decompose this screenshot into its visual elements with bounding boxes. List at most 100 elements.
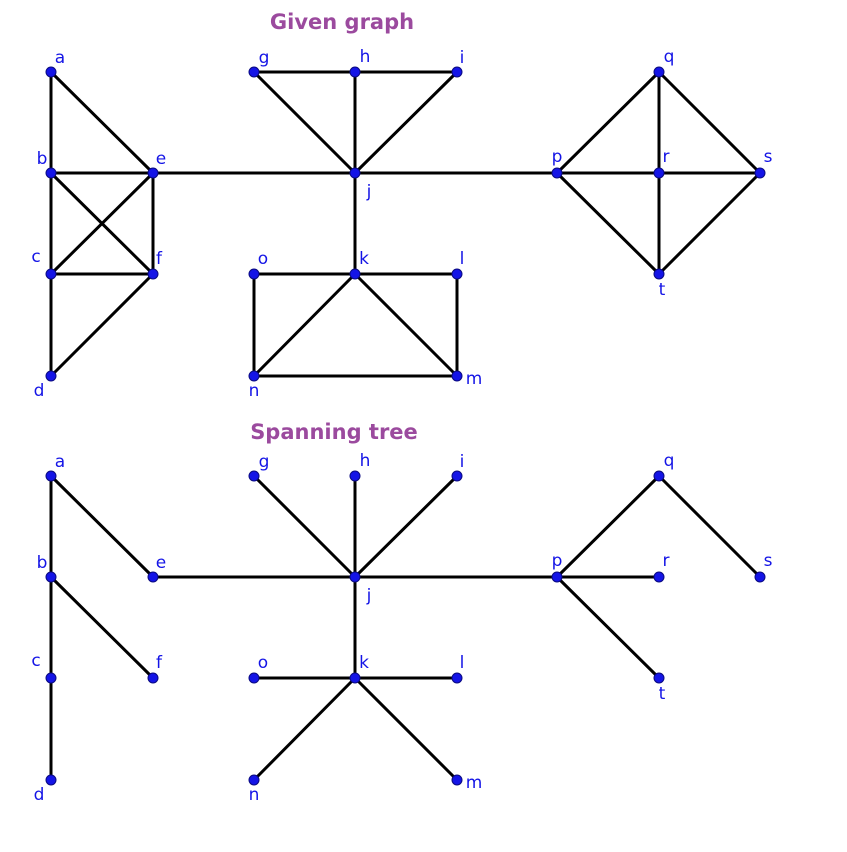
spanning-node-c (45, 672, 57, 684)
given-node-label-r: r (663, 147, 670, 167)
spanning-node-n (248, 774, 260, 786)
spanning-tree: a b c d e f g h i j k l m n o p q r s t (31, 451, 772, 805)
given-node-i (451, 66, 463, 78)
given-node-label-n: n (249, 381, 260, 401)
given-node-j (349, 167, 361, 179)
given-edge-a-e (49, 70, 155, 175)
given-node-label-s: s (764, 147, 773, 167)
spanning-node-label-s: s (764, 551, 773, 571)
given-node-e (147, 167, 159, 179)
spanning-node-f (147, 672, 159, 684)
spanning-edge-k-n (252, 676, 357, 782)
given-node-label-o: o (258, 249, 268, 269)
spanning-node-label-g: g (259, 452, 270, 472)
spanning-node-b (45, 571, 57, 583)
spanning-node-label-q: q (664, 451, 675, 471)
spanning-node-label-f: f (156, 653, 163, 673)
given-node-g (248, 66, 260, 78)
given-node-q (653, 66, 665, 78)
spanning-edge-q-s (657, 474, 762, 579)
given-node-b (45, 167, 57, 179)
given-node-d (45, 370, 57, 382)
spanning-node-label-p: p (552, 551, 563, 571)
given-edge-i-j (353, 70, 459, 175)
given-node-f (147, 268, 159, 280)
spanning-edge-i-j (353, 474, 459, 579)
spanning-node-j (349, 571, 361, 583)
spanning-node-label-r: r (663, 551, 670, 571)
spanning-edge-p-t (555, 575, 661, 680)
given-node-label-m: m (466, 369, 483, 389)
given-node-o (248, 268, 260, 280)
given-node-label-f: f (156, 249, 163, 269)
spanning-tree-title: Spanning tree (250, 420, 418, 444)
given-node-l (451, 268, 463, 280)
spanning-node-o (248, 672, 260, 684)
given-node-c (45, 268, 57, 280)
spanning-edge-p-q (555, 474, 661, 579)
given-node-a (45, 66, 57, 78)
given-edge-s-t (657, 171, 762, 276)
spanning-node-i (451, 470, 463, 482)
given-node-label-e: e (156, 149, 166, 169)
given-node-t (653, 268, 665, 280)
spanning-node-k (349, 672, 361, 684)
spanning-node-label-j: j (366, 586, 372, 606)
spanning-node-label-h: h (360, 451, 371, 471)
spanning-node-a (45, 470, 57, 482)
given-node-p (551, 167, 563, 179)
given-node-m (451, 370, 463, 382)
given-node-label-d: d (34, 381, 45, 401)
spanning-node-label-l: l (460, 653, 465, 673)
spanning-node-label-a: a (55, 452, 65, 472)
spanning-node-label-o: o (258, 653, 268, 673)
spanning-node-label-n: n (249, 785, 260, 805)
given-node-s (754, 167, 766, 179)
given-edge-c-e (49, 171, 155, 276)
spanning-node-p (551, 571, 563, 583)
given-node-label-g: g (259, 48, 270, 68)
given-node-label-a: a (55, 48, 65, 68)
spanning-node-m (451, 774, 463, 786)
spanning-node-s (754, 571, 766, 583)
given-edge-k-n (252, 272, 357, 378)
given-node-label-h: h (360, 47, 371, 67)
spanning-node-label-e: e (156, 553, 166, 573)
given-node-label-j: j (366, 182, 372, 202)
given-node-label-t: t (659, 280, 666, 300)
given-node-k (349, 268, 361, 280)
given-edge-k-m (353, 272, 459, 378)
spanning-node-e (147, 571, 159, 583)
given-node-label-l: l (460, 249, 465, 269)
spanning-edge-b-f (49, 575, 155, 680)
spanning-edge-g-j (252, 474, 357, 579)
given-node-label-i: i (460, 48, 465, 68)
spanning-node-label-d: d (34, 785, 45, 805)
given-node-label-c: c (31, 247, 40, 267)
given-graph-title: Given graph (270, 10, 414, 34)
given-node-n (248, 370, 260, 382)
spanning-node-l (451, 672, 463, 684)
spanning-node-q (653, 470, 665, 482)
spanning-node-label-k: k (359, 653, 369, 673)
spanning-node-label-m: m (466, 773, 483, 793)
given-node-r (653, 167, 665, 179)
spanning-node-label-c: c (31, 651, 40, 671)
spanning-node-label-i: i (460, 452, 465, 472)
given-edge-g-j (252, 70, 357, 175)
spanning-node-r (653, 571, 665, 583)
given-node-label-k: k (359, 249, 369, 269)
spanning-node-t (653, 672, 665, 684)
spanning-node-h (349, 470, 361, 482)
given-edge-q-s (657, 70, 762, 175)
given-node-label-p: p (552, 147, 563, 167)
given-node-label-q: q (664, 47, 675, 67)
given-edge-p-q (555, 70, 661, 175)
spanning-node-label-b: b (37, 553, 48, 573)
given-edge-p-t (555, 171, 661, 276)
spanning-node-d (45, 774, 57, 786)
spanning-edge-k-m (353, 676, 459, 782)
spanning-node-label-t: t (659, 684, 666, 704)
